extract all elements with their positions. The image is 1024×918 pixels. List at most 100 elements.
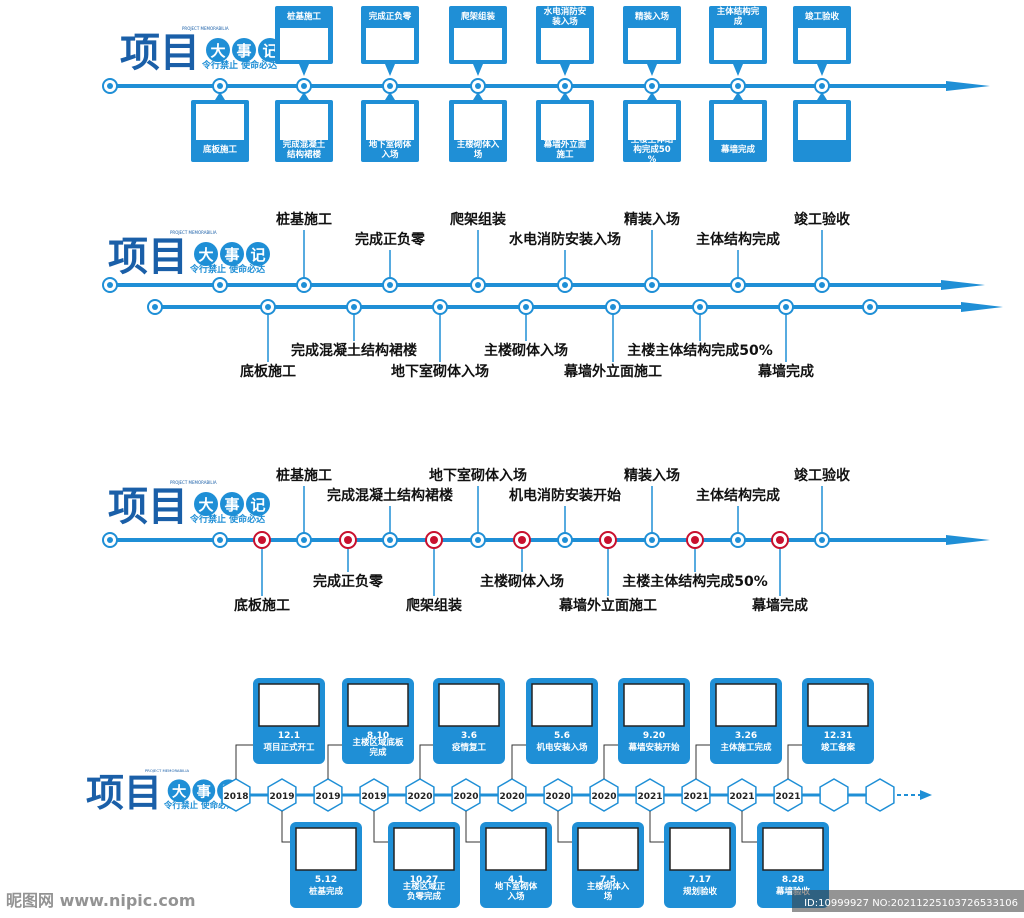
event-card-photo [715, 683, 777, 727]
milestone-label: 水电消防安装入场 [509, 231, 621, 248]
year-hexagon [497, 778, 527, 812]
timeline-1-node-dot [735, 83, 741, 89]
milestone-card-pointer [473, 64, 483, 76]
timeline-1-node-dot [562, 83, 568, 89]
event-card-photo [623, 683, 685, 727]
watermark-id-bg [792, 890, 1024, 912]
timeline-3-node-dot [819, 537, 825, 543]
connector-line [603, 744, 618, 779]
timeline-2-node-dot [783, 304, 789, 310]
year-label: 2021 [683, 792, 708, 802]
timeline-3-red-node-dot [258, 536, 266, 544]
milestone-card-photo [541, 28, 589, 60]
timeline-3-red-node-dot [776, 536, 784, 544]
milestone-card-label: 爬架组装 [460, 11, 496, 22]
timeline-2-node-dot [867, 304, 873, 310]
event-date: 12.1 [278, 731, 300, 741]
milestone-card-label: 完成混凝土结构裙楼 [283, 139, 326, 160]
event-date: 7.17 [689, 875, 711, 885]
milestone-label: 精装入场 [624, 467, 680, 484]
logo-slogan: 令行禁止 使命必达 [201, 59, 277, 71]
timeline-3-node-dot [562, 537, 568, 543]
milestone-card-label: 地下室砌体入场 [369, 139, 412, 160]
milestone-card-photo [454, 28, 502, 60]
event-card-photo [669, 827, 731, 871]
year-hexagon [819, 778, 849, 812]
milestone-card-pointer [817, 92, 827, 100]
milestone-label: 主楼主体结构完成50% [627, 342, 773, 359]
timeline-1-node-dot [301, 83, 307, 89]
year-label: 2021 [775, 792, 800, 802]
event-date: 10.27 [410, 875, 438, 885]
connector-line [649, 811, 664, 843]
milestone-card-pointer [817, 64, 827, 76]
milestone-label: 竣工验收 [794, 211, 851, 228]
milestone-label: 地下室砌体入场 [429, 467, 527, 484]
milestone-card-pointer [385, 92, 395, 100]
milestone-label: 桩基施工 [276, 211, 332, 228]
timeline-3-node-dot [107, 537, 113, 543]
year-label: 2021 [637, 792, 662, 802]
logo-big-char: 项 [108, 234, 148, 280]
timeline-1-node-dot [819, 83, 825, 89]
event-date: 7.5 [600, 875, 616, 885]
event-text: 桩基完成 [309, 886, 344, 897]
timeline-3-red-node-dot [518, 536, 526, 544]
logo: 项目大事记令行禁止 使命必达PROJECT MEMORABILIA [108, 230, 270, 280]
logo-big-char: 目 [148, 484, 188, 530]
milestone-label: 幕墙完成 [757, 363, 814, 380]
timeline-2-node-dot [649, 282, 655, 288]
event-card-photo [438, 683, 500, 727]
event-date: 8.10 [367, 731, 389, 741]
milestone-label: 完成正负零 [313, 573, 384, 590]
connector-line [327, 744, 342, 779]
logo-big-char: 目 [160, 30, 200, 76]
event-date: 12.31 [824, 731, 852, 741]
logo-circle-char: 大 [172, 783, 187, 801]
event-card-photo [347, 683, 409, 727]
milestone-card-photo [280, 28, 328, 60]
year-label: 2018 [223, 792, 248, 802]
event-date: 3.6 [461, 731, 477, 741]
connector-line [235, 744, 253, 779]
year-hexagon [405, 778, 435, 812]
timeline-2-upper-head [941, 280, 985, 290]
milestone-label: 竣工验收 [794, 467, 851, 484]
logo-big-char: 目 [148, 234, 188, 280]
milestone-label: 幕墙完成 [751, 597, 808, 614]
milestone-card-photo [628, 28, 676, 60]
timeline-3-red-node-dot [344, 536, 352, 544]
logo-circle-char: 记 [262, 42, 277, 60]
logo: 项目大事记令行禁止 使命必达PROJECT MEMORABILIA [108, 480, 270, 530]
logo-circle-char: 记 [250, 496, 265, 514]
logo-circle [220, 492, 244, 516]
event-date: 9.20 [643, 731, 665, 741]
logo-slogan: 令行禁止 使命必达 [189, 263, 265, 275]
milestone-card-photo [714, 28, 762, 60]
logo-big-char: 项 [108, 484, 148, 530]
year-label: 2019 [315, 792, 340, 802]
year-hexagon [681, 778, 711, 812]
event-text: 幕墙安装开始 [627, 742, 680, 753]
timeline-3-node-dot [217, 537, 223, 543]
milestone-label: 底板施工 [240, 363, 296, 380]
milestone-label: 完成混凝土结构裙楼 [327, 487, 453, 504]
event-text: 主楼砌体入场 [587, 881, 630, 902]
timeline-2-node-dot [697, 304, 703, 310]
milestone-card-label: 桩基施工 [287, 11, 322, 22]
timeline-3-node-dot [301, 537, 307, 543]
milestone-card-photo [798, 104, 846, 140]
connector-line [787, 744, 802, 779]
timeline-3-head [946, 535, 990, 545]
milestone-card-label: 主楼砌体入场 [457, 139, 500, 160]
milestone-card-photo [280, 104, 328, 140]
timeline-2-node-dot [301, 282, 307, 288]
logo-circle-char: 大 [198, 246, 213, 264]
year-hexagon [221, 778, 251, 812]
connector-line [695, 744, 710, 779]
logo-big-char: 项 [120, 30, 160, 76]
event-text: 机电安装入场 [536, 742, 588, 753]
event-text: 竣工备案 [821, 742, 856, 753]
milestone-card-photo [714, 104, 762, 140]
